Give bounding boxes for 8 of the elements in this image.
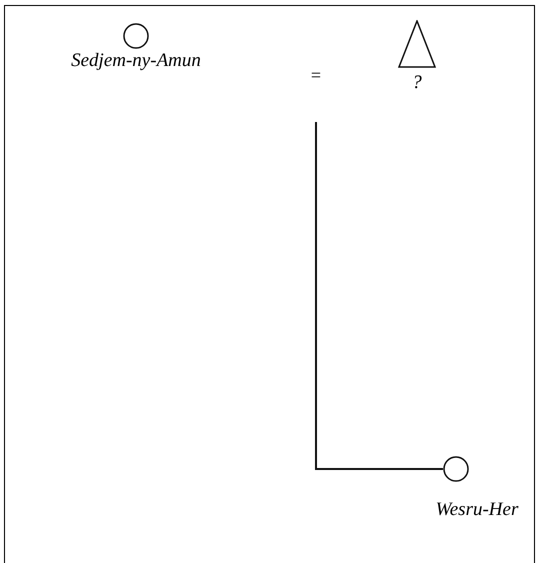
male-symbol bbox=[398, 20, 436, 68]
female-symbol bbox=[443, 456, 469, 482]
female-symbol bbox=[123, 23, 149, 49]
descent-line bbox=[315, 122, 443, 470]
person-name: ? bbox=[412, 72, 422, 94]
person-name: Sedjem-ny-Amun bbox=[71, 50, 201, 72]
marriage-sign: = bbox=[310, 64, 322, 86]
person-name: Wesru-Her bbox=[436, 499, 518, 521]
